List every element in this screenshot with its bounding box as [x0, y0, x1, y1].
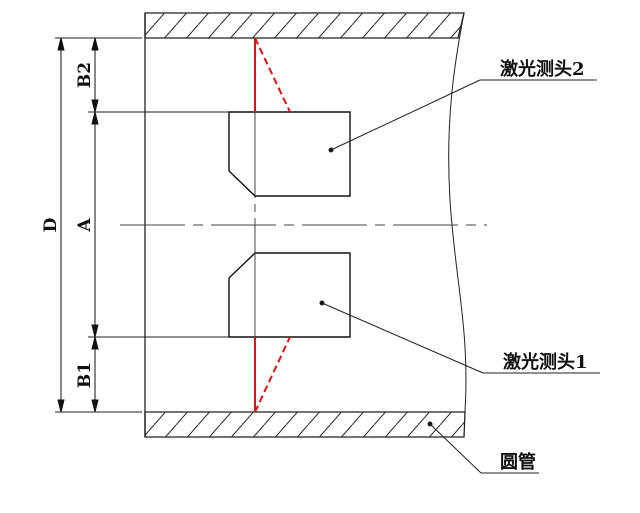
label-laser-probe-1: 激光测头1 — [503, 351, 588, 373]
laser-reflection-2 — [254, 37, 291, 113]
laser-probe-2 — [228, 111, 351, 197]
label-laser-probe-2: 激光测头2 — [500, 58, 585, 80]
dimension-B-A — [91, 37, 99, 413]
leader-pipe — [427, 421, 539, 474]
extension-lines — [55, 37, 229, 413]
laser-probe-1 — [228, 252, 351, 338]
dim-label-B2: B2 — [75, 62, 95, 88]
pipe-bottom-wall — [144, 411, 466, 438]
dimension-D — [57, 37, 65, 413]
dim-label-D: D — [41, 217, 61, 232]
label-pipe: 圆管 — [500, 451, 536, 473]
laser-reflection-1 — [254, 336, 291, 413]
pipe-break-line — [448, 12, 467, 413]
pipe-top-wall — [144, 12, 465, 39]
dim-label-B1: B1 — [75, 362, 95, 388]
dim-label-A: A — [75, 218, 95, 233]
leader-probe-1 — [319, 300, 600, 374]
leader-probe-2 — [328, 79, 597, 153]
